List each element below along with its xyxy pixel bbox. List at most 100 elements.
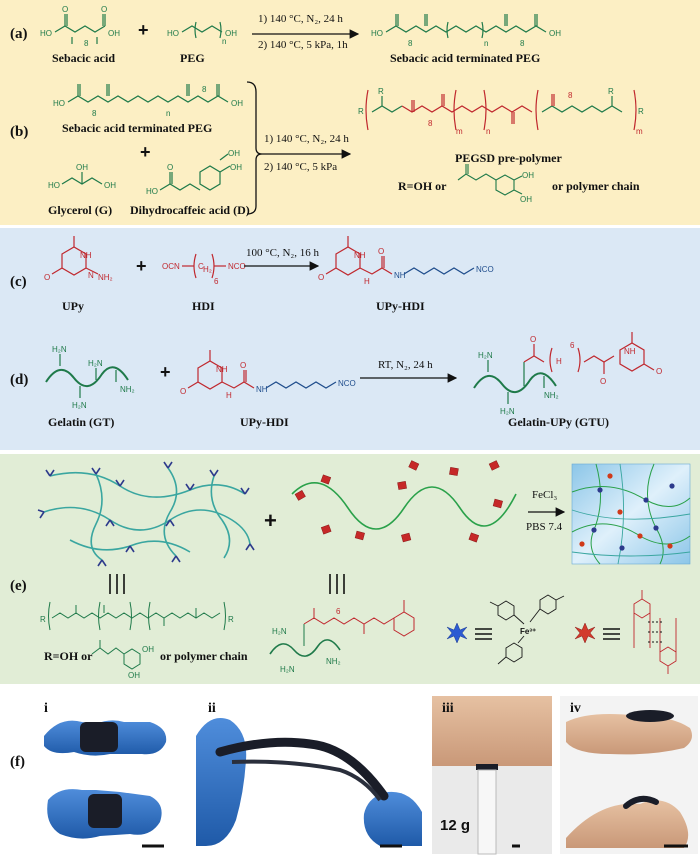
- fe-ion-label: Fe³⁺: [520, 627, 536, 636]
- gtu-e-h2n: H₂N: [272, 627, 287, 636]
- b-tpeg-8a: 8: [92, 109, 97, 118]
- photo-label-i: i: [44, 701, 48, 716]
- sebacic-repeat-8: 8: [84, 39, 89, 48]
- pegsd-r2: R: [378, 87, 384, 96]
- pegsd-e-r-def-prefix: R=OH or: [44, 649, 93, 663]
- equivalence-sign-1: [109, 574, 125, 594]
- pegsd-r-def-prefix: R=OH or: [398, 179, 447, 193]
- photo-iii: iii 12 g: [432, 696, 552, 855]
- gt-h2n-2: H₂N: [88, 359, 103, 368]
- upyhdi-d-o1: O: [180, 387, 186, 396]
- label-upy-hdi-d: UPy-HDI: [240, 415, 289, 429]
- pegsd-m1: m: [456, 127, 463, 136]
- photo-label-ii: ii: [208, 701, 216, 716]
- pegsd-e-r-def-suffix: or polymer chain: [160, 649, 248, 663]
- photo-label-iii: iii: [442, 701, 454, 716]
- dhca-oh2: OH: [228, 149, 240, 158]
- pegsd-n: n: [486, 127, 490, 136]
- upyhdi-d-nh2: NH: [256, 385, 268, 394]
- pegsd-structure-e: [48, 601, 226, 631]
- glycerol-oh2: OH: [104, 181, 116, 190]
- gtu-o3: O: [656, 367, 662, 376]
- photo-label-iv: iv: [570, 701, 581, 716]
- pegsd-e-r1: R: [40, 615, 46, 624]
- upyhdi-c-nco: NCO: [476, 265, 494, 274]
- sebacic-ho: HO: [40, 29, 52, 38]
- glycerol-structure: [61, 172, 103, 185]
- label-sebacic-terminated-peg: Sebacic acid terminated PEG: [390, 51, 540, 65]
- gtu-nh: NH: [624, 347, 636, 356]
- dhca-o: O: [167, 163, 173, 172]
- gtu-o1: O: [530, 335, 536, 344]
- dhca-oh1: OH: [230, 163, 242, 172]
- upy-hdi-structure-d: [187, 350, 337, 390]
- panel-b-tag: (b): [10, 124, 28, 140]
- tpeg-repeat-8a: 8: [408, 39, 413, 48]
- pegsd-prepolymer-structure: [365, 89, 637, 131]
- tpeg-ho: HO: [371, 29, 383, 38]
- label-gelatin-upy: Gelatin-UPy (GTU): [508, 415, 609, 429]
- tpeg-oh: OH: [549, 29, 561, 38]
- hdi-nco: NCO: [228, 262, 246, 271]
- upy-dimer-structure: [633, 590, 677, 674]
- catechol-end-groups-cartoon: [37, 461, 255, 567]
- glycerol-ho: HO: [48, 181, 60, 190]
- pegsd-r3: R: [608, 87, 614, 96]
- tpeg-repeat-n: n: [484, 39, 488, 48]
- label-pegsd-prepolymer: PEGSD pre-polymer: [455, 151, 562, 165]
- sebacic-oh: OH: [108, 29, 120, 38]
- hdi-h2: H₂: [203, 265, 212, 274]
- dhca-ho: HO: [146, 187, 158, 196]
- condition-e-1: FeCl₃: [532, 489, 557, 501]
- b-tpeg-8b: 8: [202, 85, 207, 94]
- label-glycerol: Glycerol (G): [48, 203, 112, 217]
- condition-b-1: 1) 140 °C, N₂, 24 h: [264, 133, 349, 145]
- pegsd-r4: R: [638, 107, 644, 116]
- gtu-e-nh2: NH₂: [326, 657, 341, 666]
- gtu-h2n-1: H₂N: [478, 351, 493, 360]
- panel-c-tag: (c): [10, 274, 27, 290]
- photo-ii: ii: [194, 696, 424, 854]
- gt-nh2: NH₂: [120, 385, 135, 394]
- upyhdi-c-nh2: H: [364, 277, 370, 286]
- label-peg: PEG: [180, 51, 205, 65]
- peg-ho: HO: [167, 29, 179, 38]
- dihydrocaffeic-acid-structure: [159, 153, 231, 191]
- bracket-b: [246, 81, 263, 215]
- equals-sign-fe: [475, 628, 492, 640]
- condition-d: RT, N₂, 24 h: [378, 359, 433, 371]
- gtu-e-6: 6: [336, 607, 341, 616]
- upy-n: N: [88, 271, 94, 280]
- panel-f-tag: (f): [10, 754, 25, 770]
- pegsd-e-r2: R: [228, 615, 234, 624]
- gt-h2n-3: H₂N: [72, 401, 87, 410]
- pegsd-m2: m: [636, 127, 643, 136]
- upy-dimer-icon-legend: [574, 622, 596, 644]
- svg-text:+: +: [160, 362, 171, 382]
- panel-d: (d) H₂N H₂N H₂N NH₂ Gelatin (GT) + NH O …: [10, 332, 662, 429]
- gelatin-structure: [45, 354, 129, 398]
- weight-label: 12 g: [440, 817, 470, 834]
- upyhdi-c-nh3: NH: [394, 271, 406, 280]
- panel-a-tag: (a): [10, 26, 28, 42]
- b-sebacic-terminated-peg: [67, 84, 229, 103]
- panel-b: (b) HO OH 8 n 8 Sebacic acid terminated …: [10, 81, 644, 217]
- gtu-6: 6: [570, 341, 575, 350]
- panel-a: (a) HO OH O O 8 Sebacic acid + HO OH n P…: [10, 5, 561, 65]
- sebacic-terminated-peg-structure: [385, 14, 547, 39]
- catechol-e-oh1: OH: [142, 645, 154, 654]
- upy-hdi-structure-c: [325, 236, 475, 276]
- svg-text:+: +: [136, 256, 147, 276]
- upyhdi-d-nh1: NH: [216, 365, 228, 374]
- peg-structure: [181, 21, 223, 39]
- gelatin-upy-structure: [473, 332, 655, 404]
- gelatin-upy-structure-e: [269, 600, 415, 657]
- upy-structure: [51, 236, 99, 276]
- catechol-e-oh2: OH: [128, 671, 140, 680]
- sebacic-o1: O: [62, 5, 68, 14]
- label-gelatin: Gelatin (GT): [48, 415, 114, 429]
- upy-nh2: NH₂: [98, 273, 113, 282]
- gt-h2n-1: H₂N: [52, 345, 67, 354]
- pegsd-8a: 8: [428, 119, 433, 128]
